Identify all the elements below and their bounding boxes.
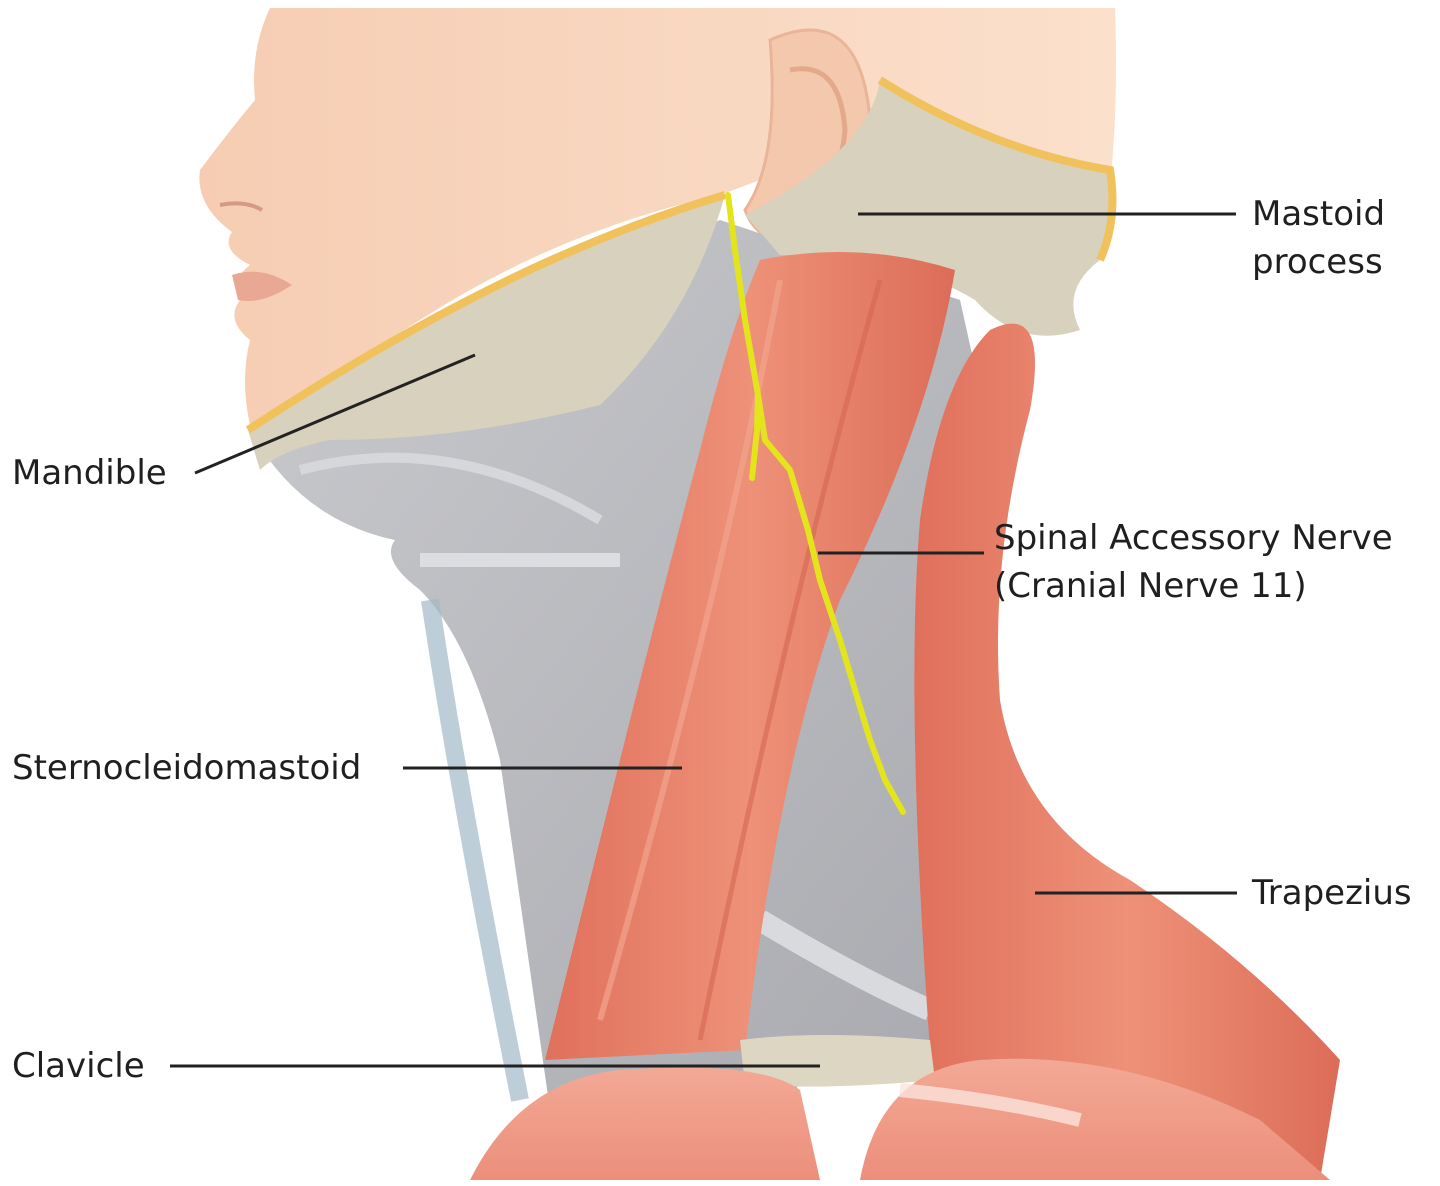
label-nerve-line1: Spinal Accessory Nerve [994, 518, 1393, 558]
label-nerve-line2: (Cranial Nerve 11) [994, 566, 1307, 606]
pectoral-muscle [470, 1067, 820, 1180]
label-trapezius: Trapezius [1252, 873, 1412, 913]
lips [232, 271, 292, 301]
nerve-branch [749, 392, 761, 481]
label-mastoid-line1: Mastoid [1252, 194, 1386, 234]
spinal-accessory-nerve [725, 192, 906, 815]
leader-lines [170, 212, 1237, 1068]
leader-mandible [194, 353, 476, 475]
label-mastoid-process: Mastoid process [1252, 190, 1385, 286]
label-sternocleidomastoid: Sternocleidomastoid [12, 748, 362, 788]
label-clavicle: Clavicle [12, 1046, 145, 1086]
label-mandible: Mandible [12, 453, 167, 493]
label-spinal-accessory-nerve: Spinal Accessory Nerve (Cranial Nerve 11… [994, 514, 1393, 610]
trapezius-muscle [914, 323, 1340, 1181]
label-mastoid-line2: process [1252, 242, 1383, 282]
clavicle-bone [740, 1035, 935, 1087]
shoulder-muscle [860, 1058, 1330, 1180]
skull-bone [745, 80, 1114, 336]
